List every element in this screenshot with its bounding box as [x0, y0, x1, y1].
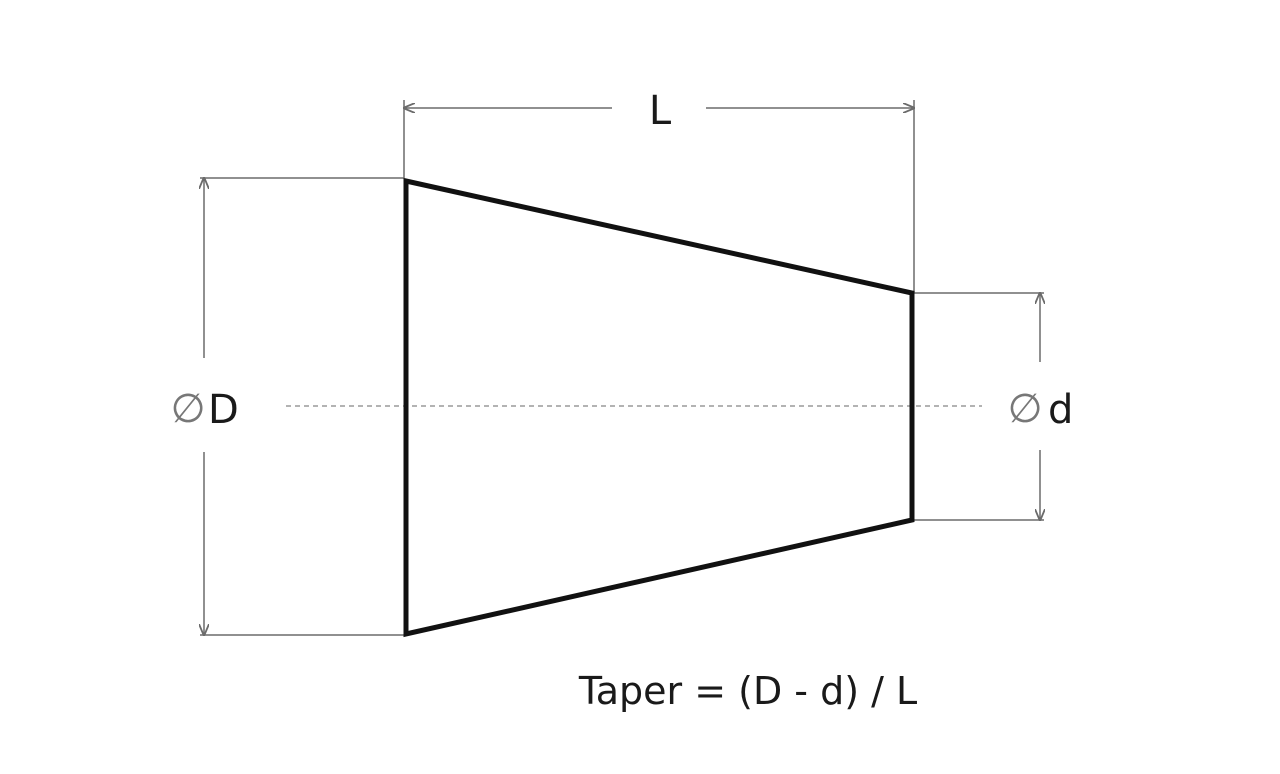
diameter-icon: ∅	[1008, 386, 1043, 432]
diameter-icon: ∅	[171, 386, 206, 432]
small-diameter-label: ∅ d	[1008, 386, 1074, 433]
small-diameter-letter: d	[1048, 387, 1073, 433]
large-diameter-letter: D	[208, 387, 239, 433]
taper-formula: Taper = (D - d) / L	[578, 669, 917, 713]
large-diameter-label: ∅ D	[171, 386, 239, 433]
taper-outline	[403, 177, 915, 638]
length-label: L	[649, 88, 672, 134]
